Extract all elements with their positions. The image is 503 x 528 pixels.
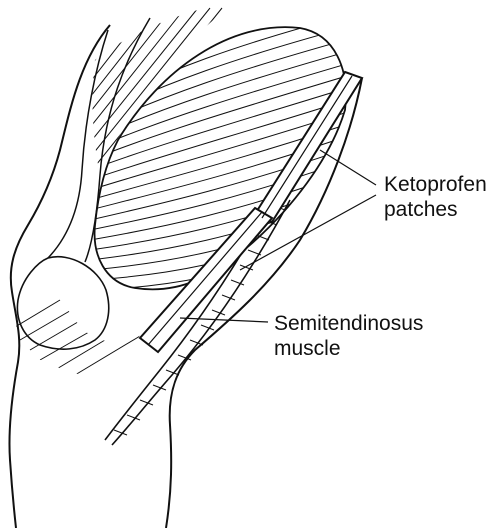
ketoprofen-label-line2: patches xyxy=(384,197,487,222)
semitendinosus-leader-line xyxy=(180,318,268,322)
semitendinosus-label-line1: Semitendinosus xyxy=(274,311,423,336)
patella-outline xyxy=(17,257,108,349)
ketoprofen-patches-label: Ketoprofen patches xyxy=(384,172,487,222)
ketoprofen-label-line1: Ketoprofen xyxy=(384,172,487,197)
semitendinosus-label-line2: muscle xyxy=(274,336,423,361)
leg-outline-left xyxy=(9,25,110,528)
semitendinosus-muscle-label: Semitendinosus muscle xyxy=(274,311,423,361)
